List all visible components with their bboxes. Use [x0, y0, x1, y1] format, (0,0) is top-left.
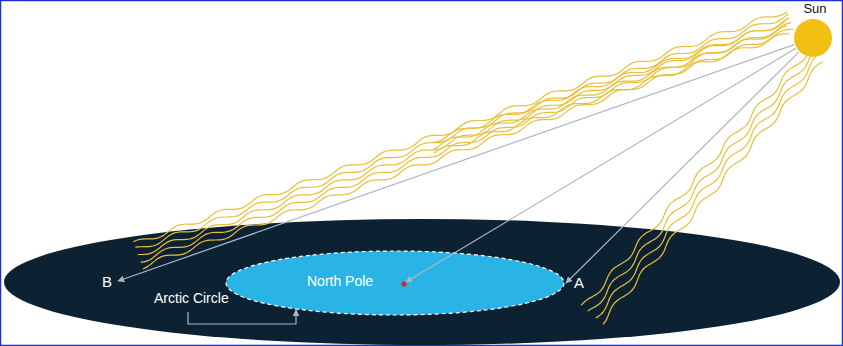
point-label: B — [102, 274, 112, 291]
earth-disc-shape — [4, 219, 840, 345]
pole-dot — [401, 281, 406, 286]
light-ray-wave — [433, 26, 787, 150]
point-label: A — [574, 275, 584, 292]
light-ray-wave — [135, 14, 788, 247]
pole-label: North Pole — [307, 274, 373, 289]
light-ray-wave — [141, 23, 791, 262]
light-ray-wave — [434, 34, 789, 154]
sun-ray-connector — [406, 48, 796, 282]
leader-bracket — [188, 310, 296, 324]
region-label: Arctic Circle — [154, 291, 229, 306]
light-ray-wave — [596, 56, 817, 317]
light-ray-wave — [581, 50, 809, 305]
sunlight-waves — [133, 12, 822, 325]
light-ray-wave — [143, 29, 793, 268]
arctic-region: North Pole — [225, 250, 565, 316]
arctic-circle-shape — [226, 251, 564, 315]
sun-body: Sun — [790, 0, 840, 60]
sun-ray — [566, 52, 799, 283]
light-ray-wave — [588, 53, 812, 311]
earth-disc: B Arctic Circle A North Pole — [4, 219, 840, 345]
light-ray-wave — [430, 21, 785, 142]
sun-rays — [118, 45, 799, 283]
light-ray-wave — [603, 62, 822, 324]
light-ray-wave — [133, 12, 787, 242]
sun-disc — [794, 19, 832, 57]
sun-ray — [118, 45, 794, 281]
sun-label: Sun — [803, 2, 826, 16]
node-outline — [225, 250, 565, 316]
